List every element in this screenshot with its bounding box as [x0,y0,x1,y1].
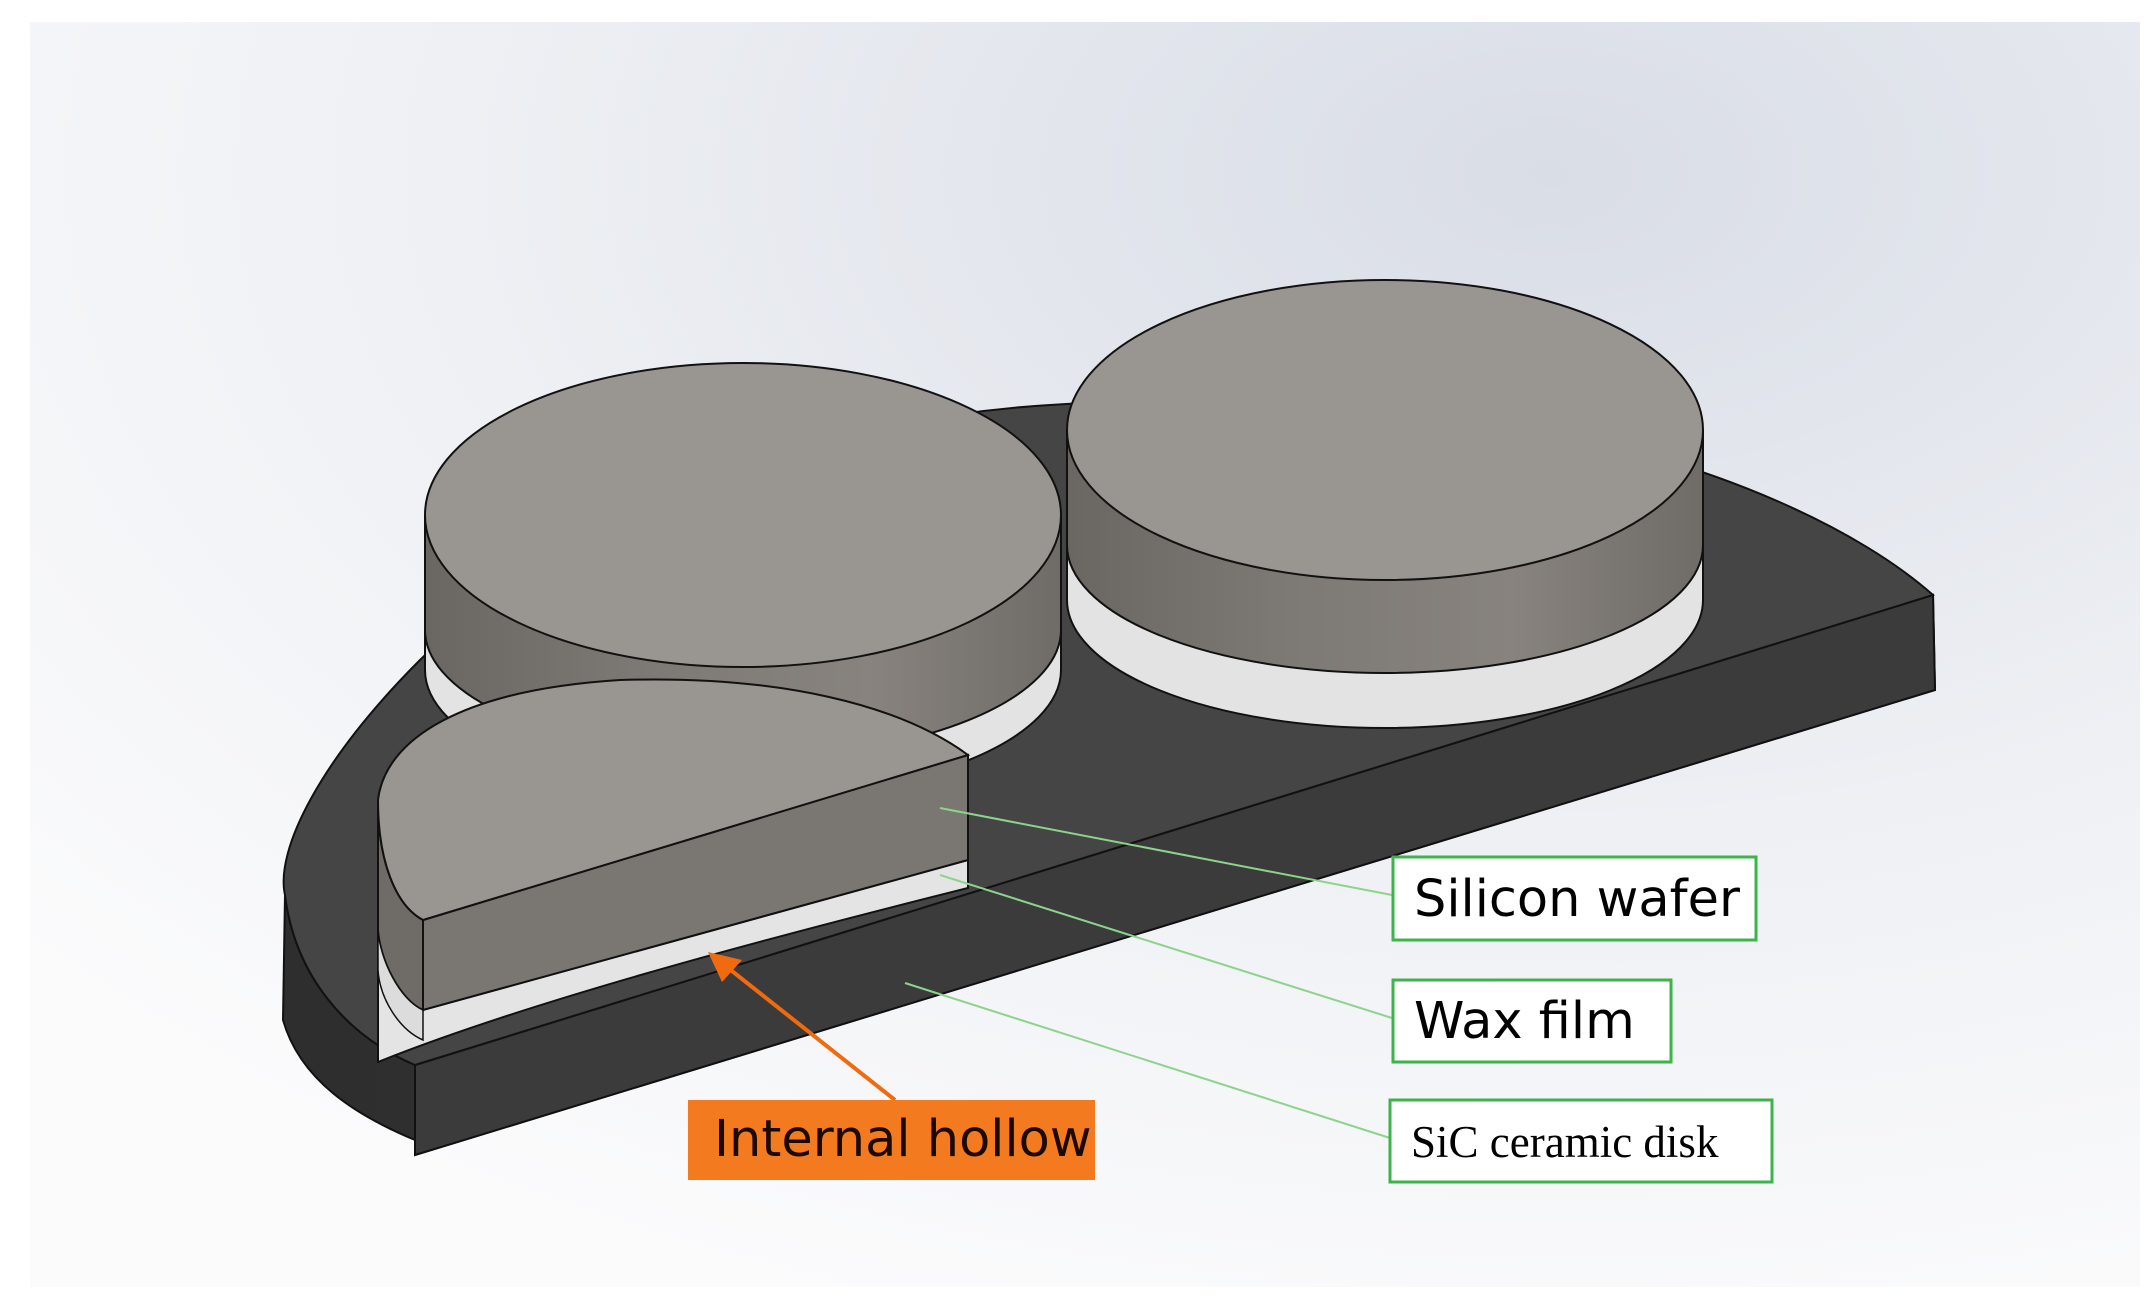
callout-sic-disk: SiC ceramic disk [1388,1098,1774,1184]
label-silicon-wafer: Silicon wafer [1414,870,1740,929]
wafer-cutaway [376,678,971,1064]
label-internal-hollow: Internal hollow [714,1110,1092,1169]
leader-line-wax-film [939,874,1393,1019]
wafer-right [1066,279,1704,729]
label-sic-ceramic-disk: SiC ceramic disk [1411,1117,1719,1167]
label-wax-film: Wax film [1414,992,1635,1051]
leader-line-silicon-wafer [939,807,1393,896]
callout-wax-film: Wax film [1391,978,1673,1064]
callout-internal-hollow: Internal hollow [688,1100,1095,1180]
leader-line-sic-disk [904,982,1391,1139]
callout-silicon-wafer: Silicon wafer [1391,855,1758,942]
hollow-arrow [708,952,897,1102]
